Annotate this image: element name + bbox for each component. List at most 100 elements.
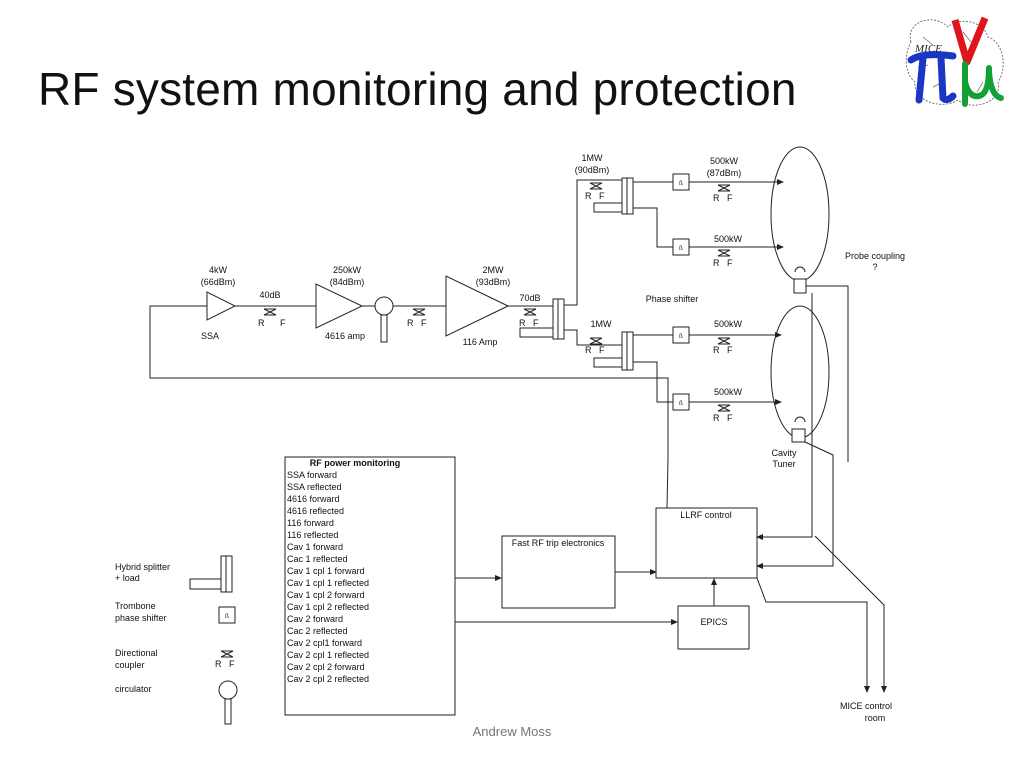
list-item: Cav 1 cpl 2 reflected	[287, 602, 369, 612]
cav1-bottom-power: 500kW	[714, 234, 743, 244]
list-item: Cac 1 reflected	[287, 554, 348, 564]
list-item: Cav 2 cpl1 forward	[287, 638, 362, 648]
svg-text:ß: ß	[679, 401, 683, 407]
list-item: Cav 2 forward	[287, 614, 343, 624]
svg-text:R: R	[713, 345, 720, 355]
cav1-top-power: 500kW	[710, 156, 739, 166]
fast-rf-trip-box	[501, 535, 616, 609]
logo-text: MICE	[914, 43, 942, 55]
rf-power-monitoring-title: RF power monitoring	[310, 458, 401, 468]
legend: Hybrid splitter + load Trombone phase sh…	[115, 555, 238, 725]
svg-text:R: R	[585, 345, 592, 355]
coupler-8: R F	[713, 337, 733, 355]
svg-text:F: F	[421, 318, 427, 328]
upper-branch-power: 1MW	[582, 153, 604, 163]
list-item: Cav 1 forward	[287, 542, 343, 552]
rf-monitoring-list: SSA forward SSA reflected 4616 forward 4…	[287, 470, 369, 684]
cavity-2	[770, 305, 830, 439]
epics-label: EPICS	[700, 617, 727, 627]
coupler-4: R F	[585, 182, 605, 201]
svg-text:F: F	[229, 659, 235, 669]
epics-box	[677, 605, 750, 650]
circulator	[374, 296, 394, 343]
legend-trombone-label-2: phase shifter	[115, 613, 167, 623]
atten2-label: 70dB	[519, 293, 540, 303]
mice-logo: MICE	[905, 16, 1004, 107]
llrf-control-label: LLRF control	[680, 510, 732, 520]
cavity-tuner-label-1: Cavity	[771, 448, 797, 458]
svg-text:R: R	[215, 659, 222, 669]
svg-text:F: F	[727, 258, 733, 268]
list-item: Cav 2 cpl 2 forward	[287, 662, 365, 672]
svg-text:F: F	[533, 318, 539, 328]
amp116-label: 116 Amp	[463, 337, 498, 347]
list-item: Cav 1 cpl 2 forward	[287, 590, 365, 600]
list-item: Cav 1 cpl 1 reflected	[287, 578, 369, 588]
amp4616	[315, 283, 364, 329]
svg-text:F: F	[727, 193, 733, 203]
mu-glyph	[962, 61, 1004, 107]
svg-text:ß: ß	[679, 181, 683, 187]
upper-branch-dbm: (90dBm)	[575, 165, 610, 175]
list-item: 116 forward	[287, 518, 334, 528]
cavity-tuner-box	[791, 428, 806, 443]
coupler-6: R F	[713, 249, 733, 268]
probe-coupling-label: Probe coupling	[845, 251, 905, 261]
legend-coupler-label-2: coupler	[115, 660, 145, 670]
legend-coupler-label-1: Directional	[115, 648, 158, 658]
svg-text:R: R	[407, 318, 414, 328]
svg-text:F: F	[599, 191, 605, 201]
list-item: Cav 1 cpl 1 forward	[287, 566, 365, 576]
svg-text:F: F	[280, 318, 286, 328]
lower-branch-power: 1MW	[591, 319, 613, 329]
mice-control-room-label-1: MICE control	[840, 701, 892, 711]
atten1-label: 40dB	[259, 290, 280, 300]
cav2-top-power: 500kW	[714, 319, 743, 329]
phase-shifter-label: Phase shifter	[646, 294, 699, 304]
list-item: SSA forward	[287, 470, 337, 480]
cavity-1	[770, 146, 830, 282]
svg-text:F: F	[599, 345, 605, 355]
pi-glyph	[907, 51, 957, 104]
svg-text:R: R	[713, 258, 720, 268]
cav1-top-dbm: (87dBm)	[707, 168, 742, 178]
svg-text:ß: ß	[225, 614, 229, 620]
svg-text:ß: ß	[679, 334, 683, 340]
ssa-label: SSA	[201, 331, 219, 341]
coupler-2: R F	[407, 308, 427, 328]
hybrid-splitter-upper	[593, 177, 634, 215]
amp4616-dbm-label: (84dBm)	[330, 277, 365, 287]
list-item: 4616 reflected	[287, 506, 344, 516]
footer-author: Andrew Moss	[472, 724, 552, 739]
coupler-9: R F	[713, 404, 733, 423]
amp116-power-label: 2MW	[483, 265, 505, 275]
legend-hybrid-label-2: + load	[115, 573, 140, 583]
rf-power-monitoring-box	[284, 456, 456, 716]
llrf-control-box	[655, 507, 758, 579]
svg-text:R: R	[519, 318, 526, 328]
legend-hybrid-label-1: Hybrid splitter	[115, 562, 170, 572]
svg-text:R: R	[713, 413, 720, 423]
legend-trombone-label-1: Trombone	[115, 601, 156, 611]
probe-coupling-q: ?	[872, 262, 877, 272]
hybrid-splitter-main	[519, 298, 565, 340]
legend-circulator-label: circulator	[115, 684, 152, 694]
coupler-7: R F	[585, 337, 605, 355]
list-item: Cav 2 cpl 2 reflected	[287, 674, 369, 684]
list-item: Cav 2 cpl 1 reflected	[287, 650, 369, 660]
coupler-1: R F	[258, 308, 286, 328]
cav2-bottom-power: 500kW	[714, 387, 743, 397]
ssa-power-label: 4kW	[209, 265, 228, 275]
cavity-tuner-label-2: Tuner	[772, 459, 795, 469]
coupler-5: R F	[713, 184, 733, 203]
svg-text:F: F	[727, 413, 733, 423]
hybrid-splitter-lower	[593, 331, 634, 371]
svg-text:ß: ß	[679, 246, 683, 252]
slide-title: RF system monitoring and protection	[38, 63, 797, 115]
svg-text:R: R	[585, 191, 592, 201]
amp116-dbm-label: (93dBm)	[476, 277, 511, 287]
svg-text:R: R	[258, 318, 265, 328]
list-item: 116 reflected	[287, 530, 338, 540]
amp4616-power-label: 250kW	[333, 265, 362, 275]
